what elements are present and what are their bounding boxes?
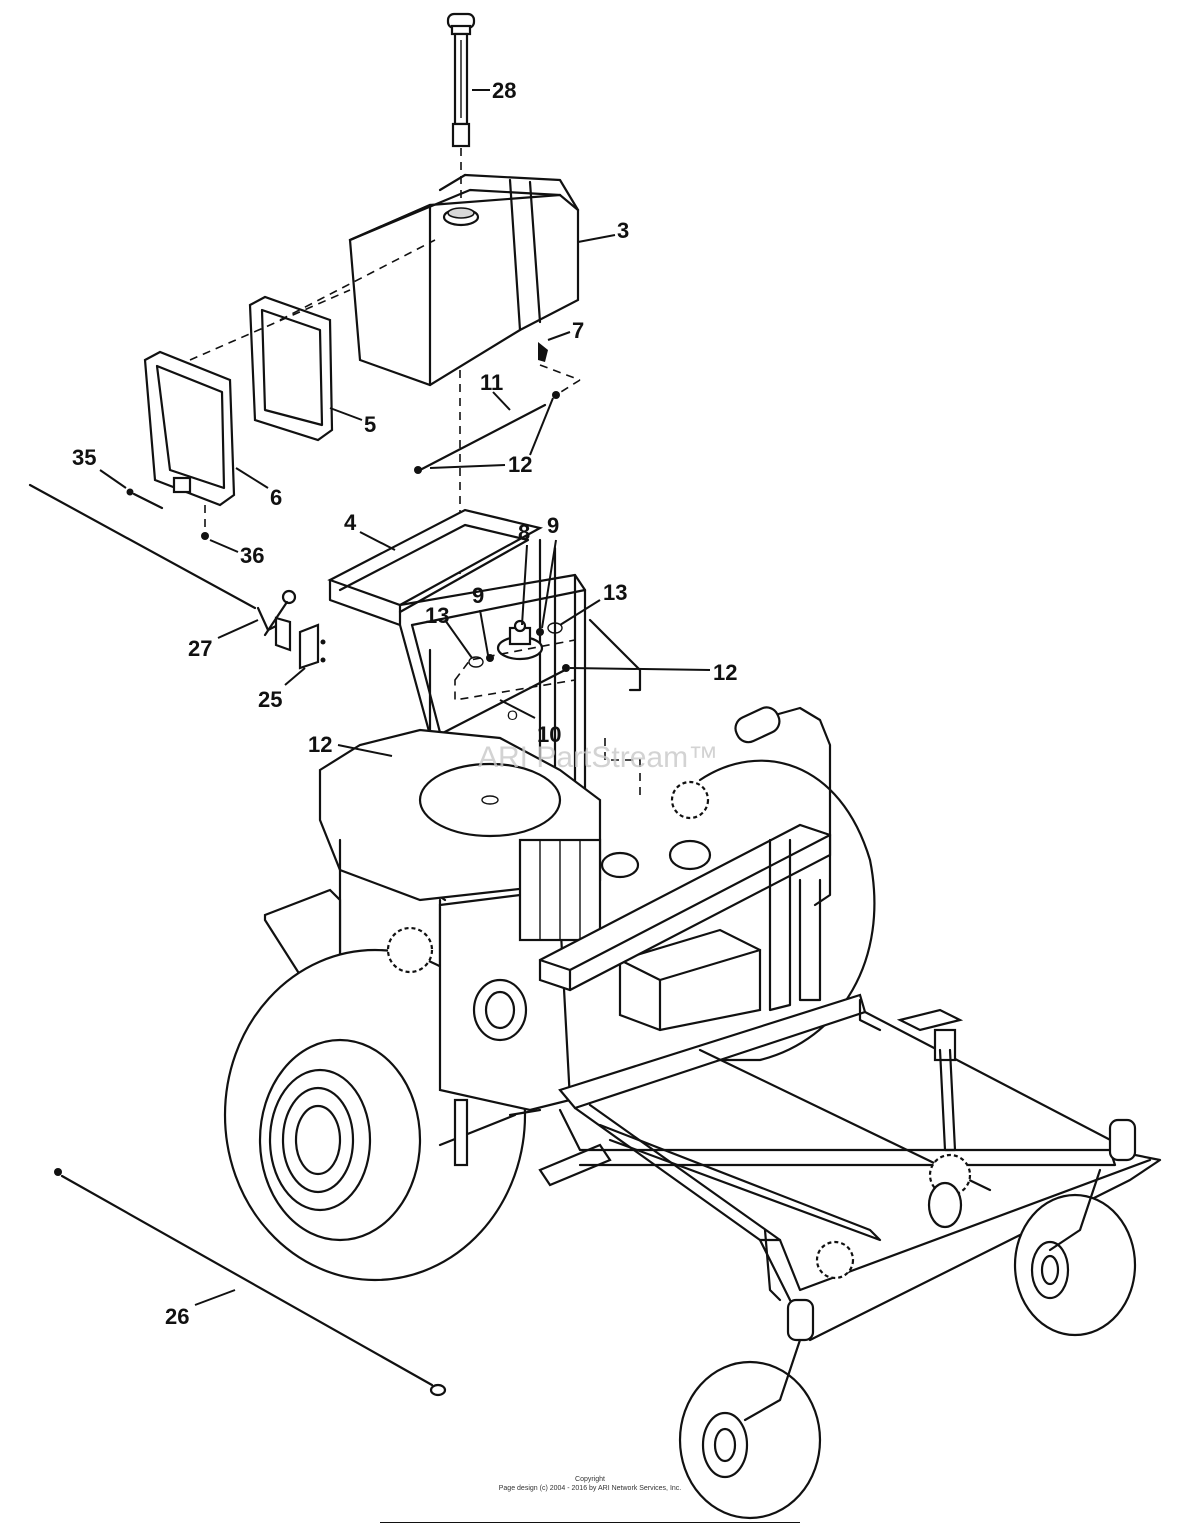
fitting-9 [536, 628, 544, 636]
cable-26 [54, 1168, 447, 1397]
callout-6: 6 [235, 467, 282, 510]
callout-13-right: 13 [559, 580, 627, 626]
copyright-title: Copyright [575, 1476, 605, 1483]
callout-9-right: 9 [541, 513, 559, 629]
callout-label: 27 [188, 636, 212, 661]
battery [618, 928, 762, 1032]
callout-7: 7 [547, 318, 584, 343]
callout-label: 28 [492, 78, 516, 103]
nut-36 [201, 532, 209, 540]
cross-frame [538, 823, 832, 1012]
callout-label: 11 [480, 370, 503, 395]
callout-label: 35 [72, 445, 96, 470]
callout-label: 10 [537, 722, 561, 747]
callout-35: 35 [72, 445, 127, 489]
callout-label: 4 [344, 510, 357, 535]
chassis-frame [438, 993, 1162, 1342]
callout-11: 11 [480, 370, 511, 411]
callout-4: 4 [344, 510, 396, 551]
svg-text:O: O [507, 707, 518, 723]
callout-label: 12 [508, 452, 532, 477]
callout-label: 7 [572, 318, 584, 343]
callout-label: 5 [364, 412, 376, 437]
callout-label: 13 [603, 580, 627, 605]
callout-5: 5 [329, 407, 376, 437]
clamp-13 [468, 656, 484, 668]
tank-strap-6 [143, 350, 236, 507]
callout-label: 12 [308, 732, 332, 757]
callout-label: 26 [165, 1304, 189, 1329]
throttle-lever-27 [256, 589, 297, 652]
callout-9-left: 9 [472, 583, 489, 656]
tank-strap-5 [248, 295, 334, 442]
callout-12-right: 12 [569, 660, 737, 685]
clamp-13 [547, 622, 563, 634]
callout-label: 6 [270, 485, 282, 510]
callout-label: 13 [425, 603, 449, 628]
dash-line [189, 289, 351, 361]
dash-line [279, 239, 436, 321]
callout-13-left: 13 [425, 603, 473, 659]
callout-26: 26 [165, 1289, 236, 1329]
callout-8: 8 [518, 520, 530, 626]
callout-label: 9 [547, 513, 559, 538]
callout-label: 12 [713, 660, 737, 685]
hydro-pumps [386, 780, 712, 1112]
fuel-valve-8 [496, 619, 544, 661]
caster-wheel-right [1013, 1168, 1137, 1337]
bottom-rule [380, 1522, 800, 1523]
callout-10: 10 [499, 699, 561, 747]
fuel-line-11 [414, 342, 581, 474]
watermark: ARI PartStream™ [478, 741, 718, 774]
callout-label: 9 [472, 583, 484, 608]
callout-36: 36 [209, 539, 264, 568]
steering-handle [588, 618, 832, 907]
callout-28: 28 [472, 78, 516, 103]
screw-35 [126, 488, 164, 510]
callout-label: 8 [518, 520, 530, 545]
callout-label: 3 [617, 218, 629, 243]
fuel-gauge-part [446, 12, 476, 205]
throttle-cable [28, 483, 257, 610]
copyright-text: Page design (c) 2004 - 2016 by ARI Netwo… [498, 1485, 682, 1492]
mounting-bracket-25 [298, 623, 326, 670]
callout-3: 3 [577, 218, 629, 243]
fuel-tank-part [348, 173, 580, 387]
callout-27: 27 [188, 619, 259, 661]
callout-label: 36 [240, 543, 264, 568]
callout-25: 25 [258, 667, 306, 712]
callout-label: 25 [258, 687, 282, 712]
caster-wheel-left [678, 1338, 822, 1520]
callout-12-top: 12 [429, 397, 554, 477]
callout-12-left: 12 [308, 732, 393, 757]
rear-wheel-right [698, 759, 876, 1062]
dash-line [454, 639, 576, 701]
